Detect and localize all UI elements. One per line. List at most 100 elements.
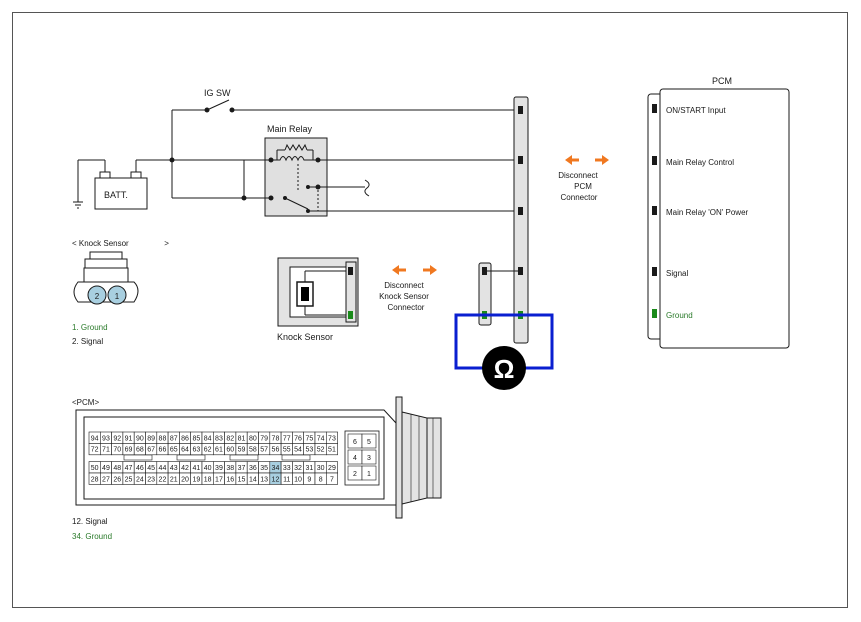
pcm-pin-number: 72 xyxy=(91,447,99,454)
pcm-key-notch xyxy=(229,454,259,461)
ohmmeter-icon xyxy=(482,346,526,390)
pcm-pin-number: 34 xyxy=(272,465,280,472)
pcm-pin-number: 73 xyxy=(328,435,336,442)
switch-blade xyxy=(206,99,230,111)
pcm-strip-pin-2 xyxy=(518,156,523,164)
pcm-pin-number: 21 xyxy=(170,476,178,483)
pcm-pin-number: 46 xyxy=(136,465,144,472)
pcm-pin-number: 39 xyxy=(215,465,223,472)
pcm-pin-label: Main Relay Control xyxy=(666,158,734,167)
pcm-pin-number: 63 xyxy=(192,447,200,454)
pcm-pin-number: 23 xyxy=(147,476,155,483)
disconnect-pcm-line-1: Disconnect xyxy=(558,171,598,180)
pcm-pin-number: 56 xyxy=(272,447,280,454)
pcm-strip-pin-3 xyxy=(518,207,523,215)
disconnect-pcm-line-3: Connector xyxy=(561,193,598,202)
pcm-pin-number: 55 xyxy=(283,447,291,454)
pcm-side-pin-cell xyxy=(361,449,377,465)
pcm-pin-marker xyxy=(652,206,657,215)
knock-connector-title: < Knock Sensor > xyxy=(72,239,169,248)
pcm-pin-number: 33 xyxy=(283,465,291,472)
relay-contact-arm xyxy=(284,197,309,210)
pcm-pin-number: 31 xyxy=(305,465,313,472)
disconnect-knock-arrow-icon xyxy=(392,265,437,275)
pcm-side-pin-number: 5 xyxy=(367,439,371,446)
pcm-pin-number: 88 xyxy=(159,435,167,442)
disconnect-knock-line-3: Connector xyxy=(388,303,425,312)
pcm-side-pin-number: 6 xyxy=(353,439,357,446)
pcm-pin-number: 83 xyxy=(215,435,223,442)
pcm-pin-number: 94 xyxy=(91,435,99,442)
pcm-pin-number: 80 xyxy=(249,435,257,442)
pcm-pin-number: 11 xyxy=(283,476,290,483)
pcm-pin-number: 50 xyxy=(91,465,99,472)
pcm-pin-number: 43 xyxy=(170,465,178,472)
knock-connector-pin-1-label: 1 xyxy=(115,292,120,301)
pcm-pin-marker xyxy=(652,309,657,318)
pcm-pin-number: 48 xyxy=(113,465,121,472)
pcm-pin-number: 16 xyxy=(226,476,234,483)
pcm-pin-number: 60 xyxy=(226,447,234,454)
pcm-pin-marker xyxy=(652,104,657,113)
knock-legend-ground: 1. Ground xyxy=(72,323,108,332)
pcm-pin-number: 45 xyxy=(147,465,155,472)
pcm-pin-number: 78 xyxy=(272,435,280,442)
pcm-side-pin-number: 3 xyxy=(367,455,371,462)
pcm-pin-number: 64 xyxy=(181,447,189,454)
pcm-pin-number: 8 xyxy=(319,476,323,483)
main-relay-label: Main Relay xyxy=(267,124,313,134)
resistor-icon xyxy=(284,143,308,151)
pcm-pin-number: 85 xyxy=(192,435,200,442)
ig-sw-label: IG SW xyxy=(204,88,231,98)
battery-neg-terminal xyxy=(99,171,111,179)
pcm-pin-number: 20 xyxy=(181,476,189,483)
pcm-legend-ground: 34. Ground xyxy=(72,532,112,541)
disconnect-knock-line-1: Disconnect xyxy=(384,281,424,290)
pcm-pin-number: 53 xyxy=(305,447,313,454)
ohm-symbol: Ω xyxy=(494,354,515,384)
pcm-pin-number: 10 xyxy=(294,476,302,483)
pcm-pin-number: 79 xyxy=(260,435,268,442)
pcm-pin-number: 58 xyxy=(249,447,257,454)
pcm-pin-number: 40 xyxy=(204,465,212,472)
pcm-pin-number: 69 xyxy=(125,447,133,454)
pcm-pin-number: 24 xyxy=(136,476,144,483)
pcm-pin-number: 71 xyxy=(102,447,110,454)
pcm-pin-number: 37 xyxy=(238,465,246,472)
knock-connector-strip xyxy=(478,262,492,326)
knock-sensor-label: Knock Sensor xyxy=(277,332,333,342)
pcm-pin-number: 7 xyxy=(330,476,334,483)
pcm-strip-pin-1 xyxy=(518,106,523,114)
knock-sensor-pin-2 xyxy=(348,311,353,319)
battery-box xyxy=(94,177,148,210)
piezo-core xyxy=(301,287,309,301)
pcm-side-pin-number: 4 xyxy=(353,455,357,462)
pcm-side-pin-number: 1 xyxy=(367,471,371,478)
pcm-pin-number: 38 xyxy=(226,465,234,472)
pcm-pin-number: 57 xyxy=(260,447,268,454)
pcm-title: PCM xyxy=(712,76,732,86)
pcm-pin-number: 22 xyxy=(159,476,167,483)
knock-strip-pin-1 xyxy=(482,267,487,275)
pcm-pin-number: 26 xyxy=(113,476,121,483)
pcm-pin-label: Main Relay 'ON' Power xyxy=(666,208,749,217)
pcm-pin-cell xyxy=(325,443,338,456)
pcm-pin-marker xyxy=(652,156,657,165)
battery-pos-terminal xyxy=(130,171,142,179)
pcm-pin-number: 15 xyxy=(238,476,246,483)
pcm-pin-number: 70 xyxy=(113,447,121,454)
knock-connector-pin-1 xyxy=(107,285,127,305)
pcm-pin-number: 49 xyxy=(102,465,110,472)
pcm-box xyxy=(659,88,790,349)
pcm-pin-number: 68 xyxy=(136,447,144,454)
pcm-pin-number: 77 xyxy=(283,435,291,442)
pcm-pin-number: 42 xyxy=(181,465,189,472)
pcm-key-notch xyxy=(123,454,153,461)
knock-connector-pin-2-label: 2 xyxy=(95,292,100,301)
ground-icon xyxy=(73,201,83,209)
pcm-pin-number: 86 xyxy=(181,435,189,442)
pcm-pin-number: 32 xyxy=(294,465,302,472)
